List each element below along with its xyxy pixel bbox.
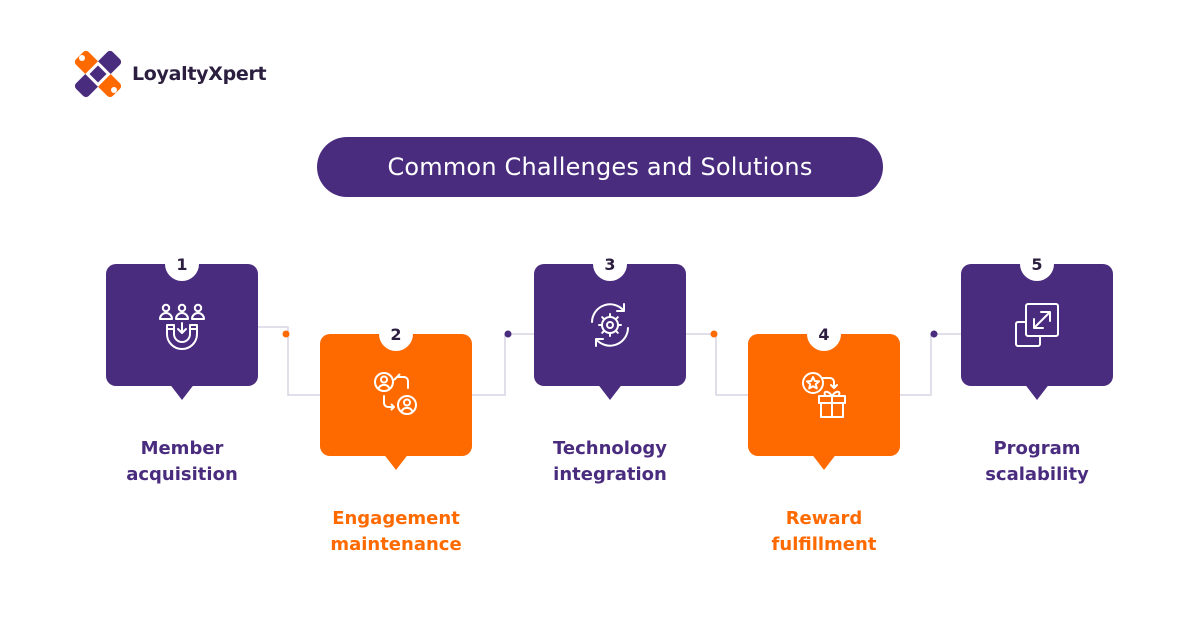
step-card-pointer: [376, 444, 416, 470]
step-card: [320, 334, 472, 456]
gear-sync-icon: [591, 303, 629, 347]
scale-expand-icon: [1015, 303, 1059, 347]
user-exchange-icon: [374, 372, 417, 415]
step-2-label: Engagement maintenance: [330, 508, 462, 555]
step-1-label: Member acquisition: [126, 438, 238, 485]
connector-dot-3: [710, 330, 718, 338]
reward-gift-icon: [802, 372, 846, 418]
connector-dot-1: [282, 330, 290, 338]
step-number-badge: 3: [593, 247, 627, 281]
step-number-badge: 2: [379, 317, 413, 351]
step-5-label: Program scalability: [985, 438, 1089, 485]
brand-logo: LoyaltyXpert: [68, 44, 267, 104]
connector-3-4: [686, 333, 748, 396]
connector-4-5: [900, 333, 961, 396]
step-card: [534, 264, 686, 386]
connector-2-3: [472, 333, 534, 396]
connector-dot-4: [930, 330, 938, 338]
page-title: Common Challenges and Solutions: [317, 137, 883, 197]
step-card-pointer: [1017, 374, 1057, 400]
connector-1-2: [258, 326, 320, 396]
step-number-badge: 4: [807, 317, 841, 351]
step-3-label: Technology integration: [553, 438, 667, 485]
step-number-badge: 5: [1020, 247, 1054, 281]
step-card-pointer: [590, 374, 630, 400]
step-card-pointer: [804, 444, 844, 470]
hands-logo-icon: [74, 50, 122, 98]
connector-dot-2: [504, 330, 512, 338]
brand-name: LoyaltyXpert: [132, 63, 267, 85]
users-magnet-icon: [159, 303, 205, 350]
step-card-pointer: [162, 374, 202, 400]
step-4-label: Reward fulfillment: [771, 508, 877, 555]
step-number-badge: 1: [165, 247, 199, 281]
